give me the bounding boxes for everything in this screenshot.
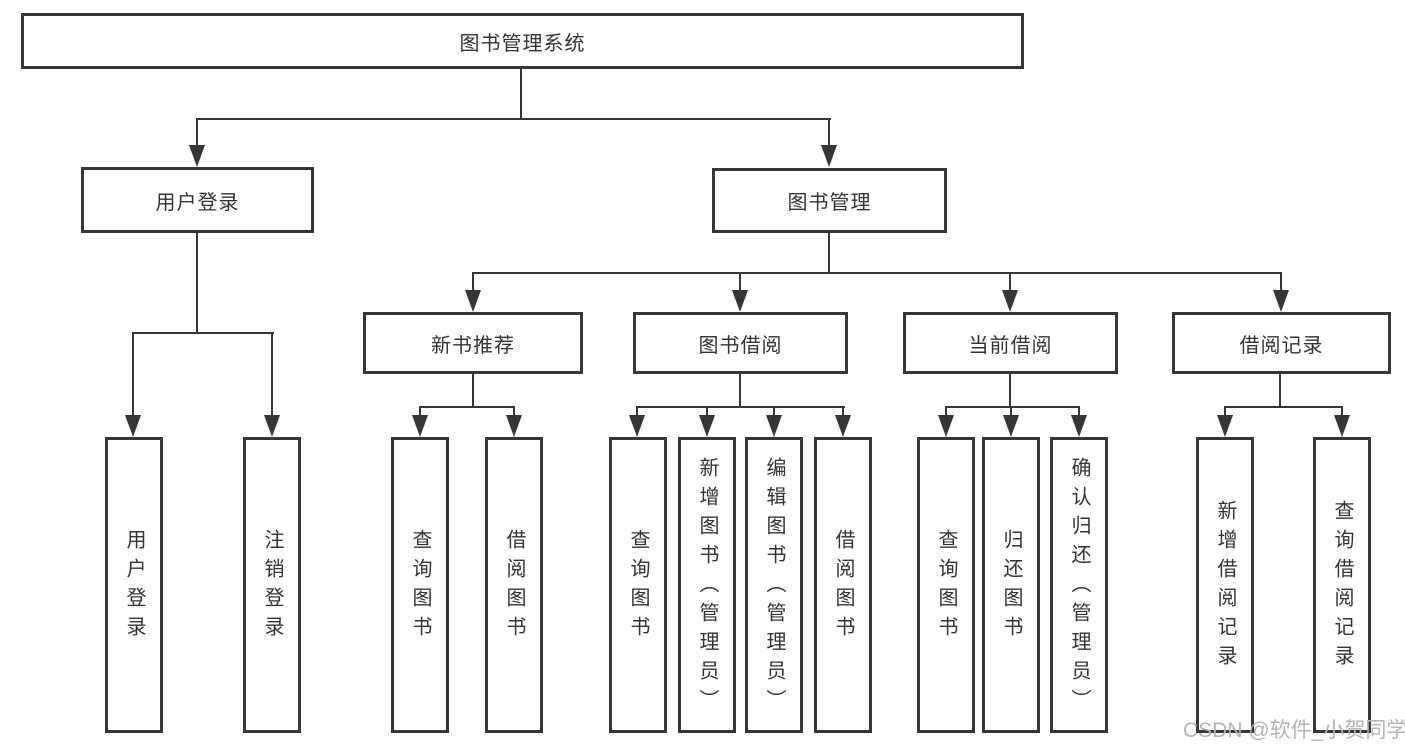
node-book-borrowing: 图书借阅 xyxy=(633,312,848,374)
leaf-add-borrow-record: 新增借阅记录 xyxy=(1196,437,1254,733)
node-user-login: 用户登录 xyxy=(81,167,314,233)
node-book-management: 图书管理 xyxy=(712,168,947,233)
connector-line xyxy=(1224,406,1226,417)
arrow-down-icon xyxy=(189,145,205,167)
connector-line xyxy=(472,272,1282,274)
node-current-borrowing: 当前借阅 xyxy=(903,312,1118,374)
connector-line xyxy=(520,68,522,119)
node-borrowing-records: 借阅记录 xyxy=(1172,312,1391,374)
leaf-user-login: 用户登录 xyxy=(105,437,163,733)
connector-line xyxy=(271,332,273,417)
leaf-logout: 注销登录 xyxy=(243,437,301,733)
connector-line xyxy=(739,272,741,292)
arrow-down-icon xyxy=(506,415,522,437)
arrow-down-icon xyxy=(1273,290,1289,312)
connector-line xyxy=(842,406,844,417)
leaf-confirm-return-admin: 确认归还（管理员） xyxy=(1050,437,1108,733)
leaf-query-borrow-record: 查询借阅记录 xyxy=(1313,437,1371,733)
connector-line xyxy=(1010,406,1012,417)
connector-line xyxy=(1009,373,1011,408)
leaf-query-books-recommend: 查询图书 xyxy=(391,437,449,733)
connector-line xyxy=(1078,406,1080,417)
leaf-query-books-borrow: 查询图书 xyxy=(609,437,667,733)
arrow-down-icon xyxy=(264,415,280,437)
leaf-borrow-books-recommend: 借阅图书 xyxy=(485,437,543,733)
connector-line xyxy=(132,332,274,334)
connector-line xyxy=(636,406,845,408)
connector-line xyxy=(828,118,830,147)
leaf-borrow-books: 借阅图书 xyxy=(814,437,872,733)
connector-line xyxy=(773,406,775,417)
connector-line xyxy=(1224,406,1343,408)
connector-line xyxy=(1279,373,1281,408)
arrow-down-icon xyxy=(629,415,645,437)
leaf-return-books: 归还图书 xyxy=(982,437,1040,733)
connector-line xyxy=(419,406,515,408)
connector-line xyxy=(945,406,1080,408)
arrow-down-icon xyxy=(465,290,481,312)
arrow-down-icon xyxy=(1334,415,1350,437)
arrow-down-icon xyxy=(699,415,715,437)
arrow-down-icon xyxy=(766,415,782,437)
connector-line xyxy=(739,373,741,408)
arrow-down-icon xyxy=(412,415,428,437)
arrow-down-icon xyxy=(835,415,851,437)
connector-line xyxy=(945,406,947,417)
connector-line xyxy=(472,272,474,292)
csdn-watermark: CSDN @软件_小贺同学 xyxy=(1183,719,1405,742)
connector-line xyxy=(828,233,830,274)
node-new-book-recommendation: 新书推荐 xyxy=(363,312,583,374)
arrow-down-icon xyxy=(938,415,954,437)
connector-line xyxy=(196,118,198,147)
connector-line xyxy=(196,118,831,120)
node-library-management-system: 图书管理系统 xyxy=(21,13,1024,69)
connector-line xyxy=(1341,406,1343,417)
connector-line xyxy=(419,406,421,417)
connector-line xyxy=(196,232,198,334)
connector-line xyxy=(513,406,515,417)
arrow-down-icon xyxy=(1217,415,1233,437)
leaf-query-books-current: 查询图书 xyxy=(917,437,975,733)
connector-line xyxy=(1009,272,1011,292)
connector-line xyxy=(636,406,638,417)
connector-line xyxy=(472,373,474,408)
arrow-down-icon xyxy=(1003,415,1019,437)
leaf-add-books-admin: 新增图书（管理员） xyxy=(678,437,736,733)
connector-line xyxy=(706,406,708,417)
connector-line xyxy=(1280,272,1282,292)
arrow-down-icon xyxy=(1002,290,1018,312)
arrow-down-icon xyxy=(1071,415,1087,437)
connector-line xyxy=(132,332,134,417)
arrow-down-icon xyxy=(821,145,837,167)
arrow-down-icon xyxy=(732,290,748,312)
leaf-edit-books-admin: 编辑图书（管理员） xyxy=(745,437,803,733)
arrow-down-icon xyxy=(125,415,141,437)
